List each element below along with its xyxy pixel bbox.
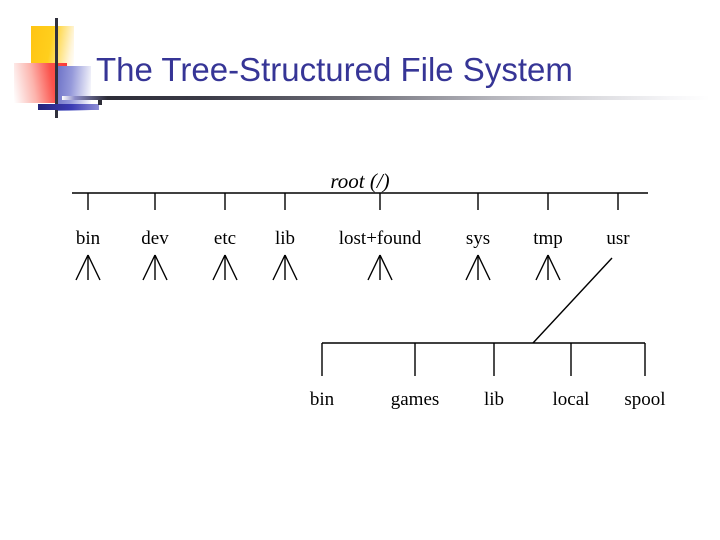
tree-node-label-lib: lib	[274, 228, 296, 249]
fan-left-1	[142, 254, 156, 281]
fan-right-0	[87, 254, 101, 281]
usr-to-level2-connector	[532, 257, 613, 344]
fan-left-5	[465, 254, 479, 281]
decoration-vertical-line	[55, 18, 58, 118]
tree-node-label-usr: usr	[606, 228, 630, 249]
fan-right-4	[379, 254, 393, 281]
tree-node-label-root: root (/)	[330, 169, 390, 193]
fan-left-6	[535, 254, 549, 281]
page-title: The Tree-Structured File System	[96, 51, 573, 88]
tree-node-label-lost-found: lost+found	[338, 228, 422, 249]
fan-right-6	[547, 254, 561, 281]
fan-right-1	[154, 254, 168, 281]
template-decoration-logo	[14, 18, 100, 118]
fan-left-0	[75, 254, 89, 281]
tree-node-label-usr-lib: lib	[483, 389, 505, 410]
tree-node-label-usr-local: local	[552, 389, 590, 410]
tree-node-label-sys: sys	[465, 228, 491, 249]
fan-right-3	[284, 254, 298, 281]
tree-node-label-bin: bin	[75, 228, 101, 249]
title-rule-accent-tick	[98, 100, 102, 105]
tree-node-label-usr-spool: spool	[624, 389, 666, 410]
decoration-horizontal-bar	[38, 104, 99, 110]
tree-node-label-tmp: tmp	[533, 228, 563, 249]
decoration-blue-block	[58, 66, 91, 111]
tree-node-label-etc: etc	[213, 228, 237, 249]
fan-left-3	[272, 254, 286, 281]
fan-right-5	[477, 254, 491, 281]
tree-node-label-dev: dev	[141, 228, 169, 249]
fan-left-2	[212, 254, 226, 281]
decoration-yellow-block	[31, 26, 74, 68]
fan-left-4	[367, 254, 381, 281]
tree-node-label-usr-bin: bin	[309, 389, 335, 410]
fan-right-2	[224, 254, 238, 281]
tree-node-label-usr-games: games	[390, 389, 440, 410]
title-underline-rule	[62, 96, 710, 100]
